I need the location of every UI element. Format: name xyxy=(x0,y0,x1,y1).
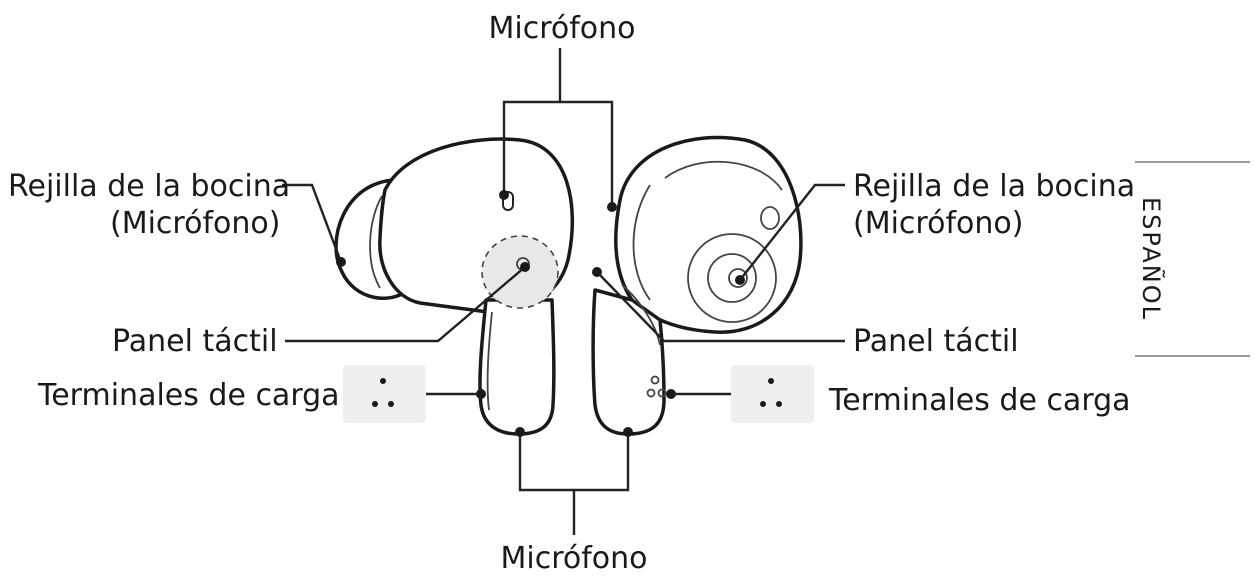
label-speaker-grille-left: Rejilla de la bocina xyxy=(8,169,290,204)
label-speaker-grille-left-sub: (Micrófono) xyxy=(110,206,280,241)
right-earbud-body xyxy=(614,135,803,334)
charging-terminals-right-box xyxy=(731,365,814,423)
label-microphone-top: Micrófono xyxy=(488,11,635,46)
label-touch-panel-left: Panel táctil xyxy=(112,324,278,359)
language-side-label: ESPAÑOL xyxy=(1137,197,1167,321)
label-microphone-bottom: Micrófono xyxy=(500,541,647,576)
right-earbud xyxy=(591,135,803,436)
label-touch-panel-right: Panel táctil xyxy=(853,324,1019,359)
label-speaker-grille-right: Rejilla de la bocina xyxy=(853,169,1135,204)
language-side-tab: ESPAÑOL xyxy=(1135,161,1250,357)
label-charging-terminals-left: Terminales de carga xyxy=(37,378,340,413)
label-charging-terminals-right: Terminales de carga xyxy=(828,383,1131,418)
charging-terminals-left-box xyxy=(343,365,426,423)
label-speaker-grille-right-sub: (Micrófono) xyxy=(853,206,1023,241)
callout-labels: Micrófono Micrófono Rejilla de la bocina… xyxy=(8,11,1135,576)
leader-lines xyxy=(282,48,845,535)
